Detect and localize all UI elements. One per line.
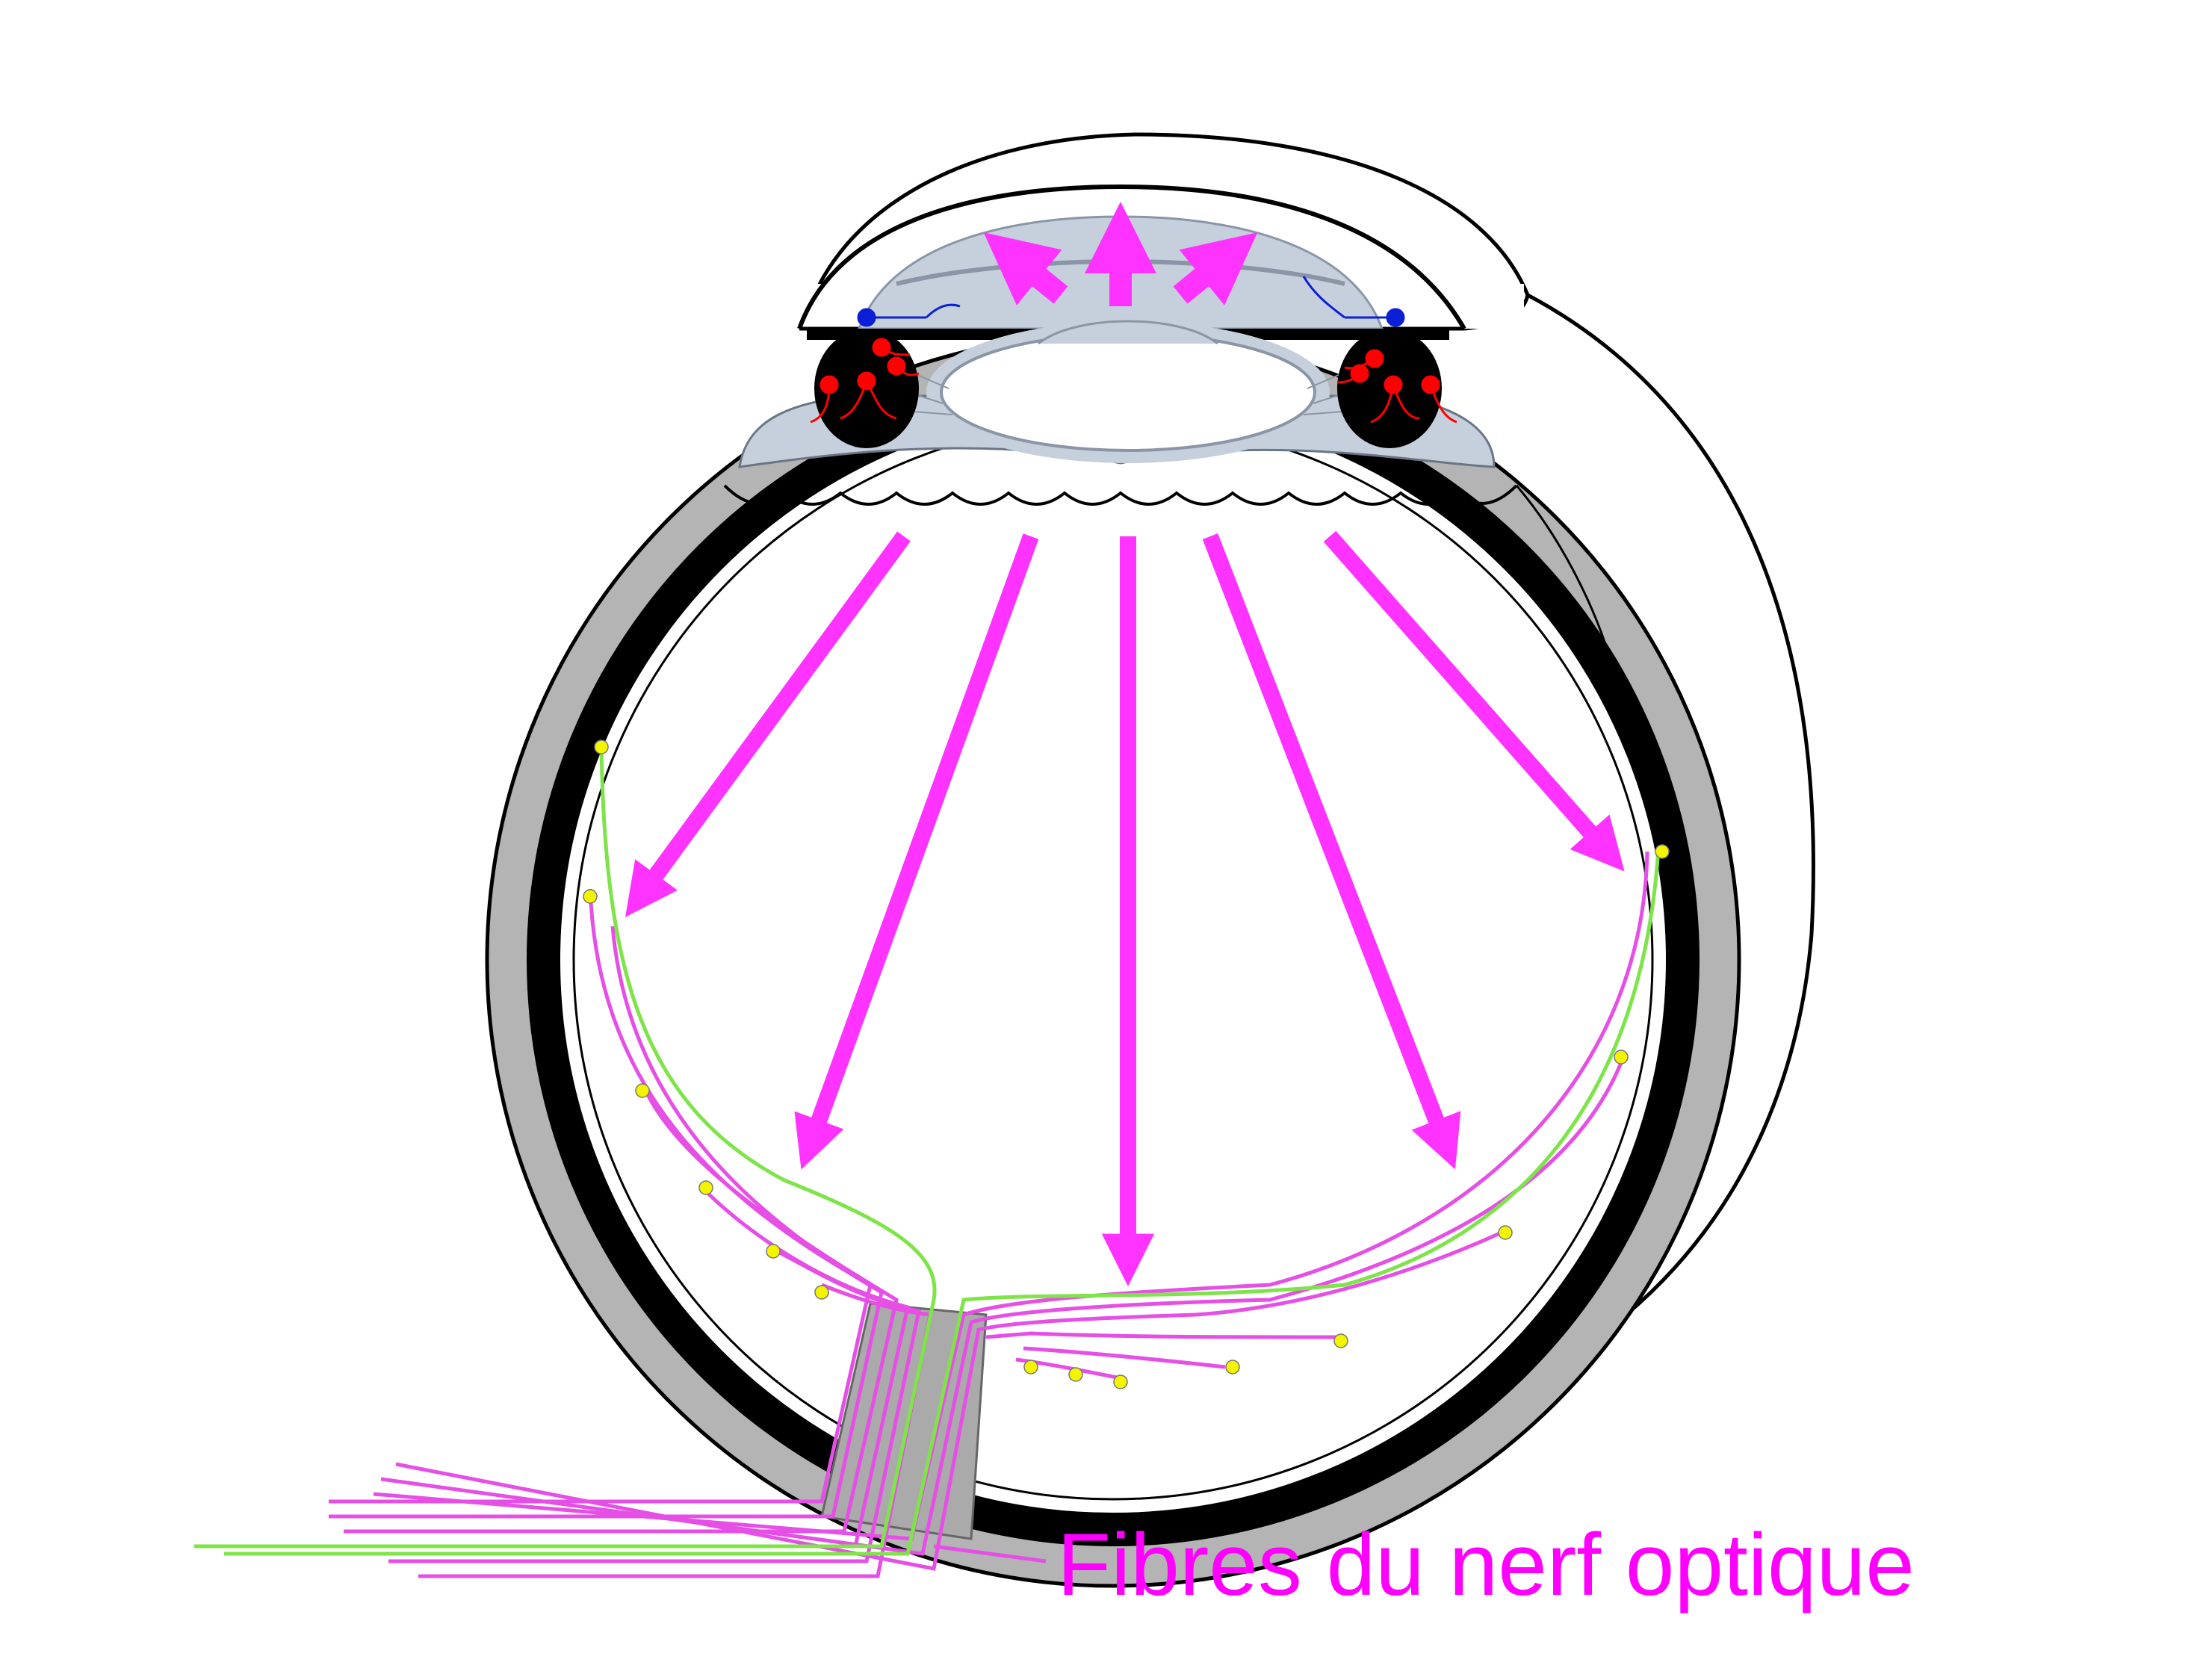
- lens-front-curve: [1038, 320, 1218, 345]
- nerve-fibers-green: [194, 746, 1661, 1556]
- cornea-outer: [797, 184, 1466, 330]
- retina: [557, 404, 1669, 1516]
- ganglion-cells: [583, 740, 1670, 1389]
- aqueous-flow-arrows: [983, 202, 1258, 306]
- outflow-right: [1302, 276, 1405, 327]
- nerve-fibers-pink: [329, 851, 1649, 1578]
- eyelid-outline: [801, 132, 1815, 1444]
- label-leader-line: [933, 1544, 1047, 1563]
- ciliary-secretion-left: [810, 338, 920, 424]
- vitreous-right-edge: [1515, 485, 1615, 673]
- vitreous-boundary: [723, 484, 1518, 506]
- ciliary-secretion-right: [1336, 349, 1457, 424]
- outflow-left: [857, 303, 961, 327]
- optic-nerve-fibers-label: Fibres du nerf optique: [1057, 1516, 1915, 1614]
- light-ray-arrows: [625, 530, 1625, 1286]
- lens: [940, 332, 1316, 452]
- optic-nerve: [820, 1302, 988, 1540]
